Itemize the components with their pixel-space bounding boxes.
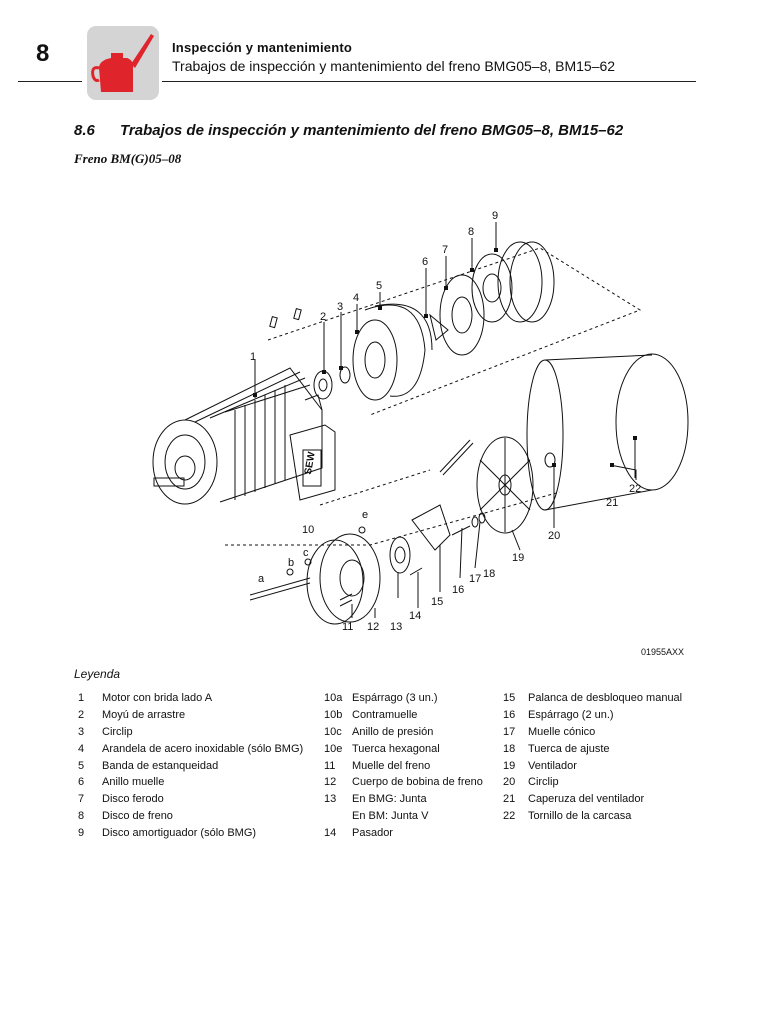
callout-8: 8	[468, 226, 474, 238]
legend-title: Leyenda	[74, 667, 121, 681]
callout-9: 9	[492, 210, 498, 222]
callout-20: 20	[548, 530, 560, 542]
callout-16: 16	[452, 584, 464, 596]
callout-13: 13	[390, 621, 402, 633]
callout-4: 4	[353, 292, 359, 304]
section-heading: 8.6 Trabajos de inspección y mantenimient…	[74, 122, 623, 139]
callout-2: 2	[320, 311, 326, 323]
header-subtitle: Trabajos de inspección y mantenimiento d…	[172, 58, 616, 74]
callout-1: 1	[250, 351, 256, 363]
exploded-brake-diagram: 1 2 3 4 5 6 7 8 9 10 a b c e 11 12 13 14…	[152, 210, 689, 633]
callout-5: 5	[376, 280, 382, 292]
callout-17: 17	[469, 573, 481, 585]
callout-21: 21	[606, 497, 618, 509]
chapter-icon-tile	[87, 26, 159, 100]
callout-e: e	[362, 509, 368, 521]
callout-14: 14	[409, 610, 421, 622]
nameplate-text: SEW	[303, 451, 318, 476]
callout-6: 6	[422, 256, 428, 268]
callout-7: 7	[442, 244, 448, 256]
callout-10: 10	[302, 524, 314, 536]
callout-c: c	[303, 547, 309, 559]
subheading: Freno BM(G)05–08	[74, 151, 182, 166]
motor-part	[152, 367, 336, 505]
callout-11: 11	[342, 621, 353, 633]
header-title: Inspección y mantenimiento	[172, 40, 353, 55]
chapter-number: 8	[36, 40, 50, 67]
header-rule-left	[18, 81, 82, 82]
callout-15: 15	[431, 596, 443, 608]
header-rule-right	[162, 81, 696, 82]
callout-19: 19	[512, 552, 524, 564]
section-number: 8.6	[74, 122, 95, 139]
callout-12: 12	[367, 621, 379, 633]
callout-3: 3	[337, 301, 343, 313]
legend-item: En BM: Junta V	[352, 809, 429, 822]
callout-a: a	[258, 573, 265, 585]
figure-code: 01955AXX	[641, 647, 685, 657]
callout-b: b	[288, 557, 294, 569]
oil-can-icon	[91, 34, 154, 92]
callout-18: 18	[483, 568, 495, 580]
callout-22: 22	[629, 483, 641, 495]
section-title: Trabajos de inspección y mantenimiento d…	[120, 122, 624, 139]
